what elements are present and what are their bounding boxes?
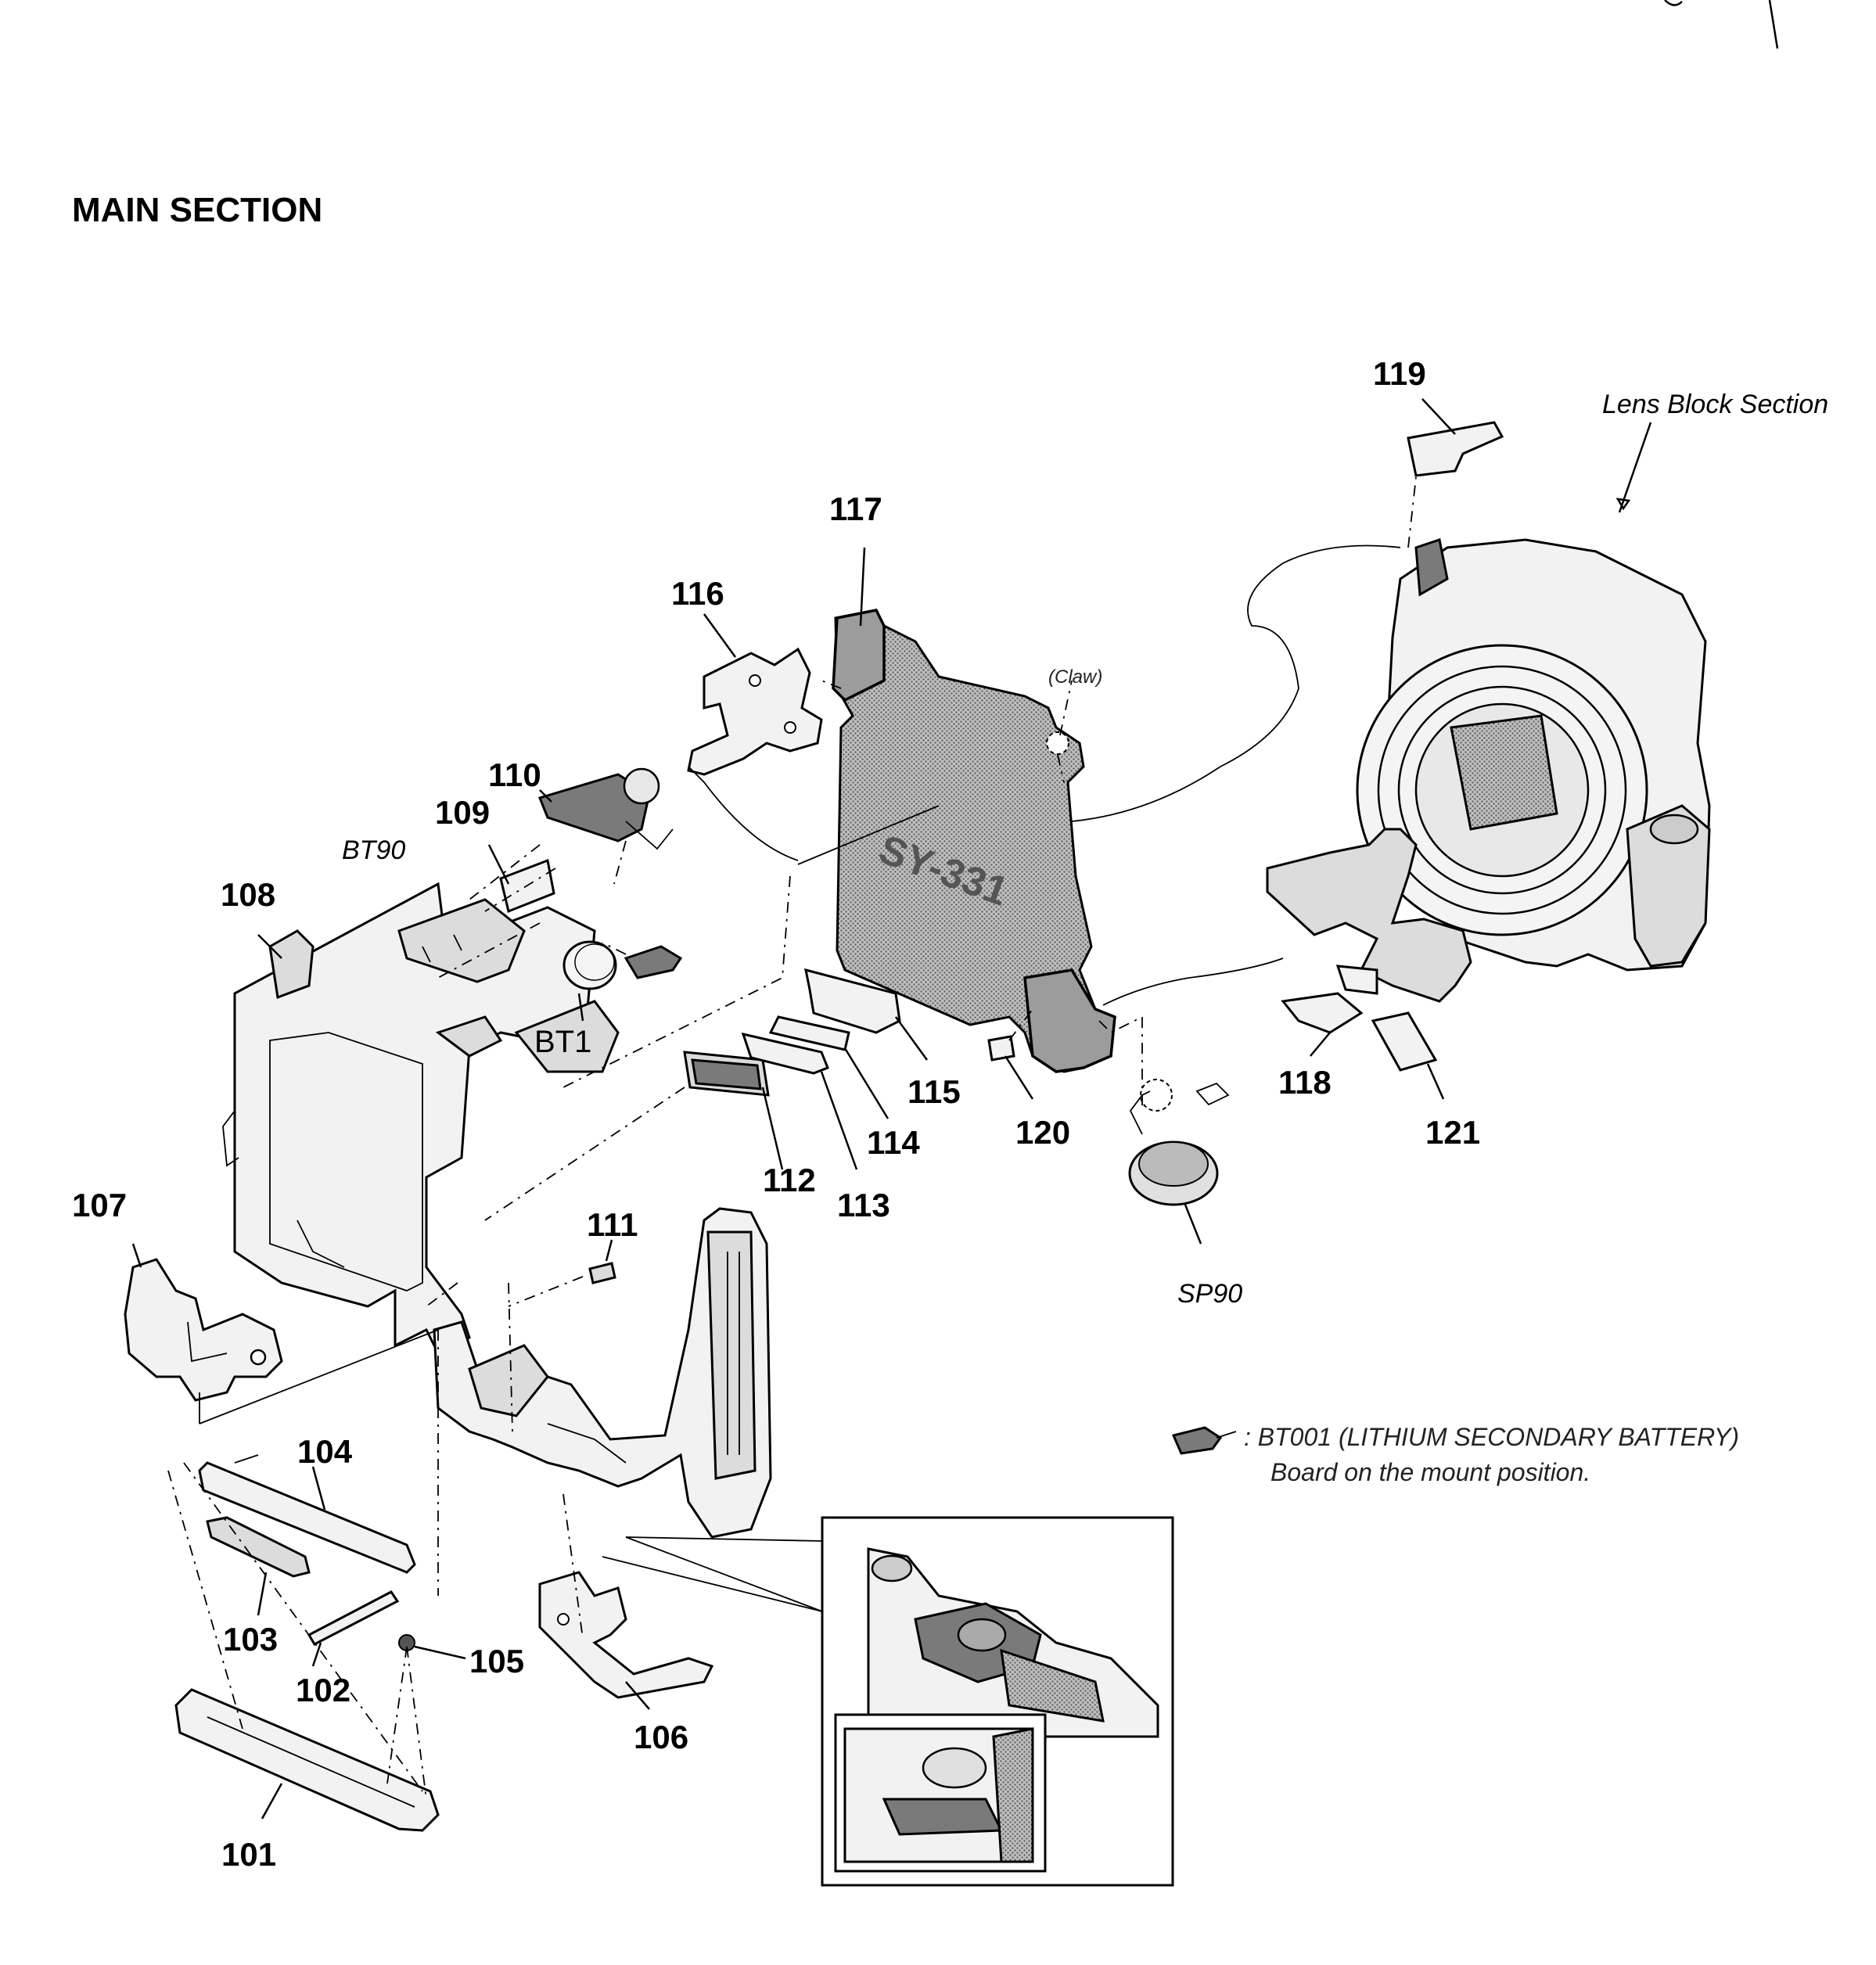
part-116-bracket: [687, 647, 823, 776]
label-110: 110: [488, 756, 541, 793]
part-106-plate: [538, 1571, 714, 1699]
battery-note: : BT001 (LITHIUM SECONDARY BATTERY) Boar…: [1171, 1423, 1739, 1486]
lens-block: [1356, 538, 1711, 972]
part-117-main-board: SY-331: [832, 609, 1116, 1073]
label-leaders: [131, 398, 1652, 1820]
label-105: 105: [469, 1643, 524, 1679]
label-119: 119: [1373, 355, 1426, 392]
note-line-1: : BT001 (LITHIUM SECONDARY BATTERY): [1244, 1423, 1739, 1451]
part-112-sheet: [683, 1051, 770, 1097]
part-number-labels: 119 117 116 110 109 108 107 111 112 113 …: [72, 355, 1480, 1873]
label-116: 116: [671, 575, 724, 612]
label-114: 114: [867, 1124, 920, 1161]
label-113: 113: [837, 1187, 890, 1223]
part-bt90-holder: [397, 898, 526, 983]
detail-inset-box: [821, 1516, 1174, 1887]
label-sp90: SP90: [1177, 1279, 1242, 1309]
label-118: 118: [1278, 1064, 1332, 1101]
part-111-pad: [588, 1262, 616, 1284]
label-109: 109: [435, 794, 490, 831]
label-102: 102: [296, 1672, 350, 1708]
part-bt1-coin-cell: [562, 940, 617, 990]
label-103: 103: [223, 1621, 278, 1658]
part-110-connector: [537, 767, 674, 850]
section-title: MAIN SECTION: [72, 191, 322, 229]
label-107: 107: [72, 1187, 127, 1223]
label-lens-block-section: Lens Block Section: [1602, 390, 1828, 419]
note-line-2: Board on the mount position.: [1270, 1458, 1590, 1486]
part-sp90-speaker: [1128, 1079, 1230, 1206]
part-119-sheet: [1407, 421, 1504, 477]
part-101-cover: [174, 1688, 440, 1832]
part-103-clip: [206, 1516, 311, 1578]
lens-flex-cable: [1266, 828, 1472, 1003]
battery-mount-marker: [624, 945, 683, 979]
label-106: 106: [634, 1719, 688, 1755]
part-113-sheet: [741, 1032, 829, 1075]
part-104-bar: [198, 1454, 416, 1574]
label-104: 104: [297, 1433, 353, 1470]
label-115: 115: [907, 1073, 961, 1110]
battery-marker-icon: [1171, 1426, 1223, 1455]
label-120: 120: [1015, 1114, 1070, 1151]
label-claw: (Claw): [1048, 666, 1102, 688]
assembly-guide-lines: [167, 476, 1417, 1800]
part-107-bracket: [124, 1258, 283, 1402]
part-118-sheet: [1281, 965, 1378, 1034]
part-120-pad: [987, 1035, 1015, 1062]
label-108: 108: [221, 876, 275, 913]
part-102-shaft: [307, 1590, 400, 1646]
label-111: 111: [587, 1206, 638, 1243]
corner-mark: [1664, 0, 1683, 6]
part-108-lower-body: [433, 1207, 772, 1539]
label-101: 101: [221, 1836, 276, 1873]
part-115-sheet: [804, 968, 901, 1034]
label-bt1: BT1: [534, 1025, 591, 1059]
label-117: 117: [829, 490, 882, 527]
corner-tick: [1768, 0, 1779, 49]
part-108-frame: [222, 882, 620, 1356]
label-bt90: BT90: [342, 835, 405, 865]
part-121-sheet: [1371, 1011, 1438, 1072]
label-121: 121: [1425, 1114, 1480, 1151]
label-112: 112: [763, 1162, 816, 1198]
